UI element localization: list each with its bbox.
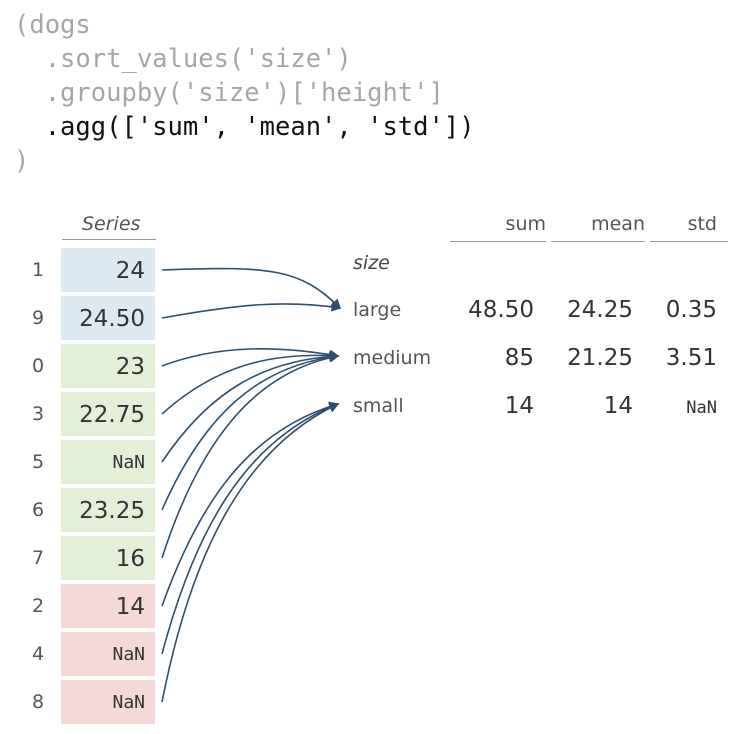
code-line-close: ) <box>14 146 30 176</box>
series-cell: 14 <box>61 584 155 628</box>
series-cell: 24.50 <box>61 296 155 340</box>
arrow-row-9 <box>161 301 342 319</box>
series-index: 2 <box>32 595 45 617</box>
code-line-groupby: .groupby('size')['height'] <box>14 78 444 108</box>
series-cell: 16 <box>61 536 155 580</box>
arrow-row-8 <box>161 403 340 703</box>
row-label-medium: medium <box>353 347 432 369</box>
value-medium-std: 3.51 <box>665 345 717 371</box>
series-header: Series <box>62 210 156 240</box>
arrow-row-0 <box>161 348 340 367</box>
series-cell: NaN <box>61 680 155 724</box>
column-header-std: std <box>650 210 728 242</box>
arrow-row-2 <box>161 401 340 607</box>
series-index: 5 <box>32 451 45 473</box>
code-line-open: (dogs <box>14 10 91 40</box>
value-large-sum: 48.50 <box>468 297 534 323</box>
row-label-large: large <box>353 299 402 321</box>
arrow-row-4 <box>161 402 340 655</box>
series-index: 0 <box>32 355 45 377</box>
column-header-sum: sum <box>450 210 546 242</box>
series-cell: 22.75 <box>61 392 155 436</box>
series-index: 9 <box>32 307 45 329</box>
series-index: 4 <box>32 643 45 665</box>
value-medium-mean: 21.25 <box>567 345 633 371</box>
series-index: 6 <box>32 499 45 521</box>
series-cell: NaN <box>61 440 155 484</box>
column-header-mean: mean <box>551 210 645 242</box>
value-small-std: NaN <box>686 398 717 418</box>
row-label-small: small <box>353 395 404 417</box>
code-block: (dogs .sort_values('size') .groupby('siz… <box>14 8 475 178</box>
arrow-row-5 <box>161 351 340 463</box>
series-index: 1 <box>32 259 45 281</box>
value-small-mean: 14 <box>603 393 633 419</box>
series-index: 8 <box>32 691 45 713</box>
series-cell: 23.25 <box>61 488 155 532</box>
value-large-std: 0.35 <box>665 297 717 323</box>
arrow-row-3 <box>161 350 340 415</box>
code-line-sort: .sort_values('size') <box>14 44 352 74</box>
value-medium-sum: 85 <box>504 345 534 371</box>
arrow-row-7 <box>161 352 340 559</box>
series-cell: 24 <box>61 248 155 292</box>
series-index: 7 <box>32 547 45 569</box>
value-large-mean: 24.25 <box>567 297 633 323</box>
index-name: size <box>353 252 390 274</box>
code-line-agg: .agg(['sum', 'mean', 'std']) <box>14 112 475 142</box>
arrow-row-1 <box>161 267 342 310</box>
value-small-sum: 14 <box>504 393 534 419</box>
series-cell: 23 <box>61 344 155 388</box>
arrow-row-6 <box>161 352 340 511</box>
series-cell: NaN <box>61 632 155 676</box>
series-index: 3 <box>32 403 45 425</box>
